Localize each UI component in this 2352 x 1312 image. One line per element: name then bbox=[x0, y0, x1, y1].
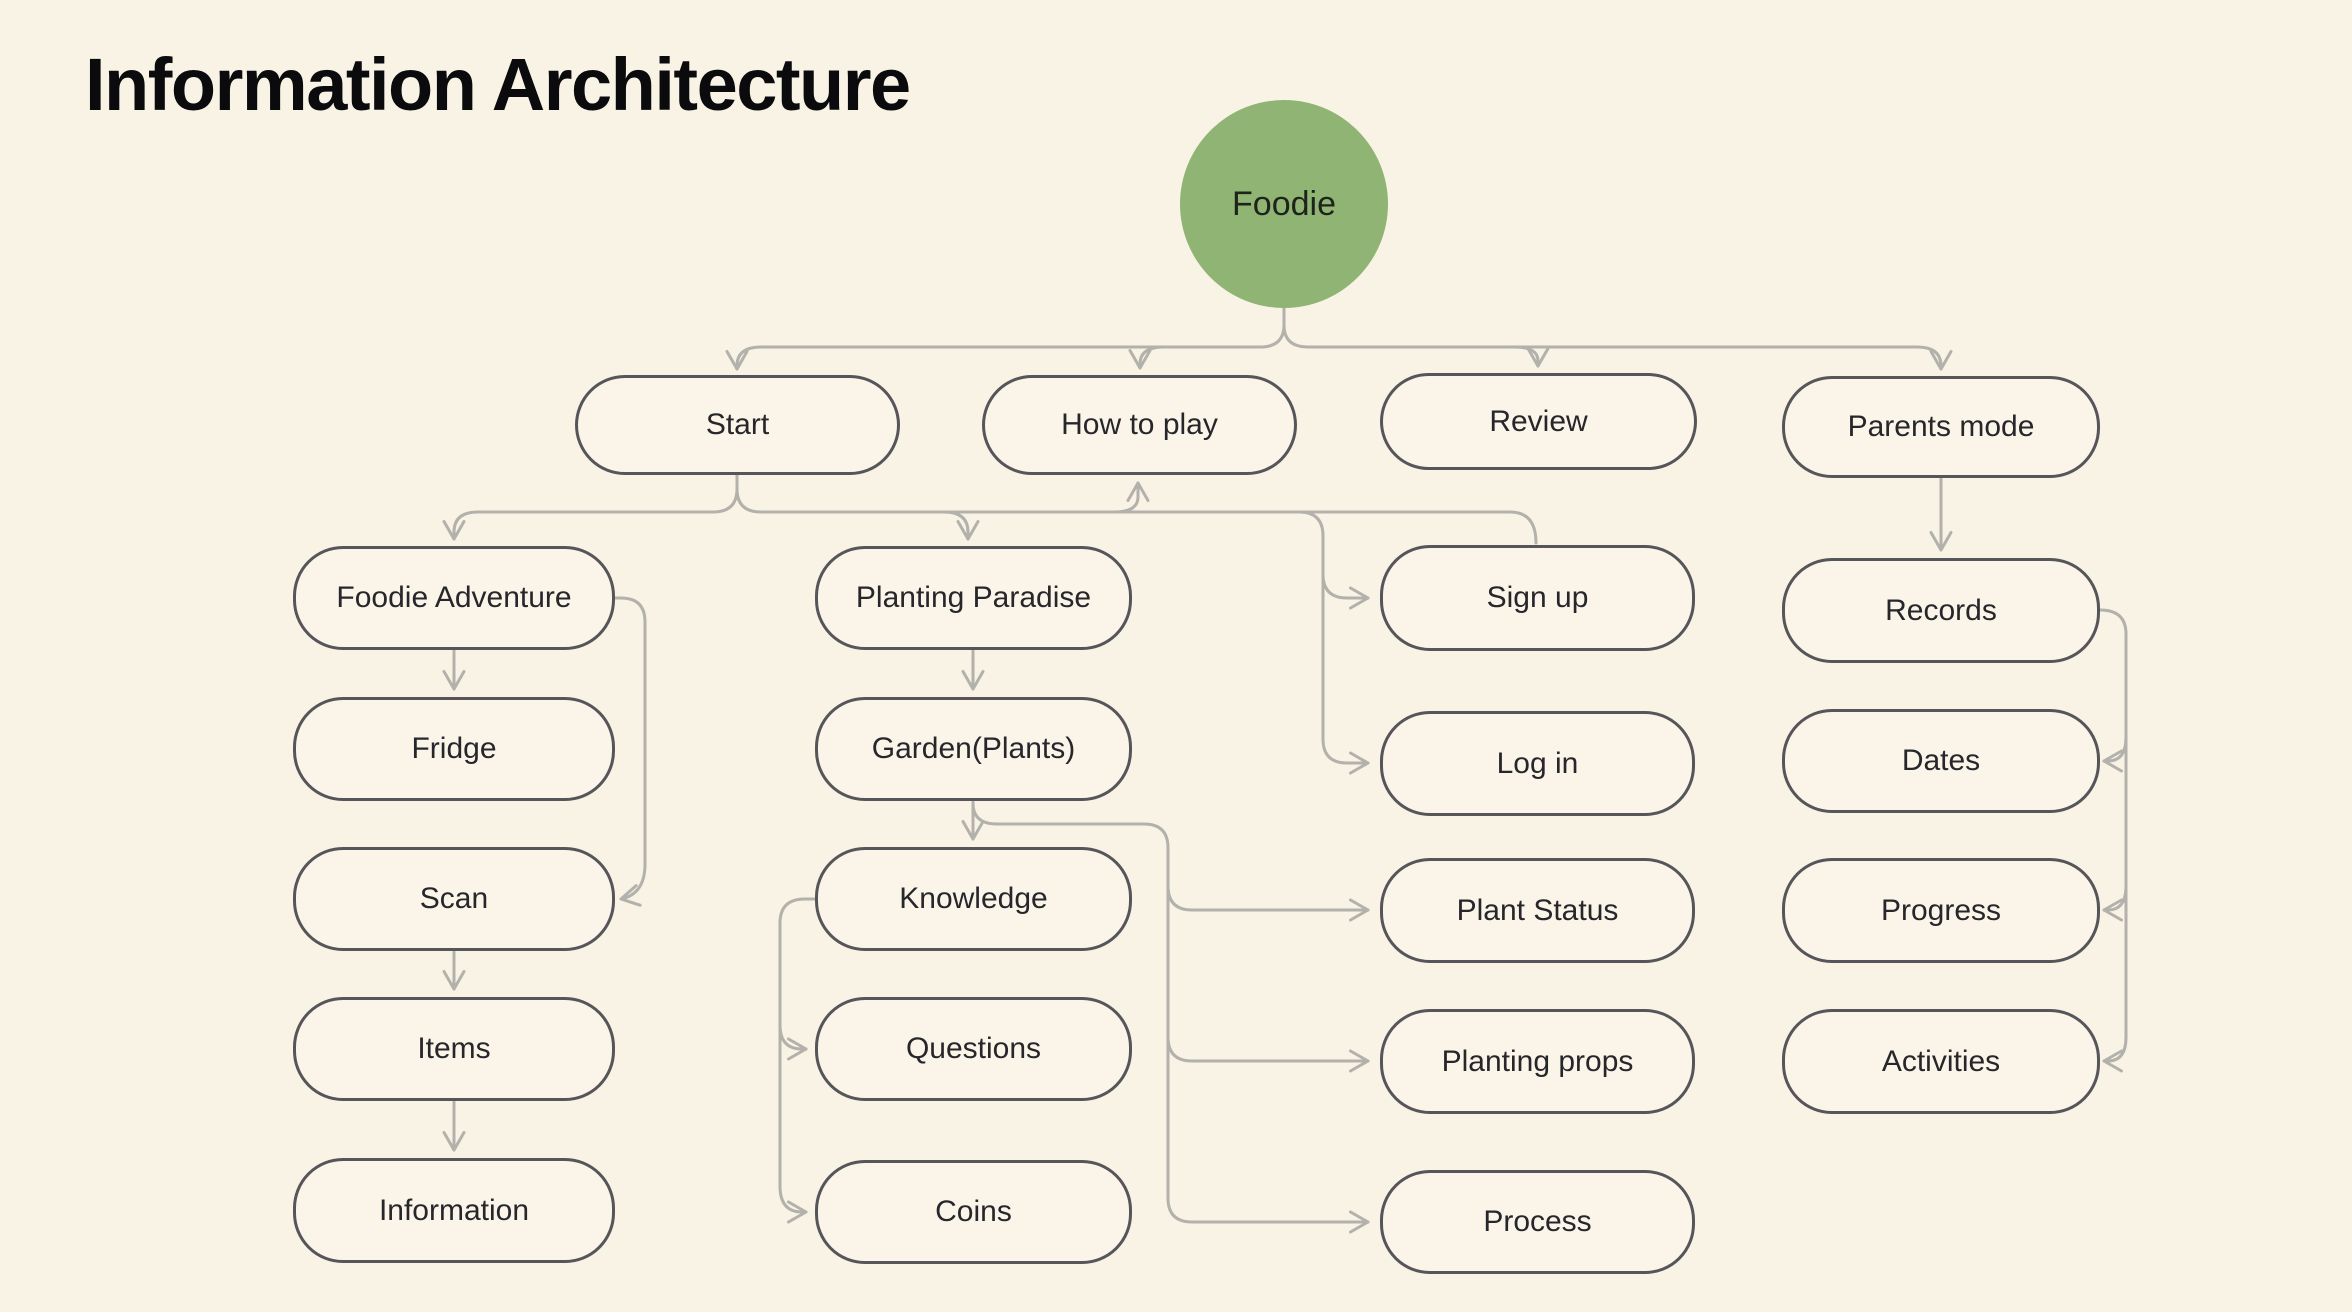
node-items: Items bbox=[293, 997, 615, 1101]
edge-knowledge-coins bbox=[778, 897, 817, 1224]
node-records: Records bbox=[1782, 558, 2100, 663]
edge-line-how-to-play-bottom bbox=[1112, 481, 1150, 514]
edge-garden-planting-props bbox=[1166, 1035, 1370, 1073]
edge-garden-plant-status bbox=[1166, 884, 1370, 922]
node-planting-paradise: Planting Paradise bbox=[815, 546, 1132, 650]
node-process: Process bbox=[1380, 1170, 1695, 1274]
node-foodie: Foodie bbox=[1180, 100, 1388, 308]
node-log-in: Log in bbox=[1380, 711, 1695, 816]
node-start: Start bbox=[575, 375, 900, 475]
edge-start-planting-paradise bbox=[942, 510, 980, 541]
node-garden-plants: Garden(Plants) bbox=[815, 697, 1132, 801]
node-plant-status: Plant Status bbox=[1380, 858, 1695, 963]
node-fridge: Fridge bbox=[293, 697, 615, 801]
node-sign-up: Sign up bbox=[1380, 545, 1695, 651]
node-dates: Dates bbox=[1782, 709, 2100, 813]
edge-foodie-start bbox=[725, 306, 1286, 371]
node-information: Information bbox=[293, 1158, 615, 1263]
node-foodie-adventure: Foodie Adventure bbox=[293, 546, 615, 650]
edge-line-sign-up bbox=[1321, 572, 1370, 610]
node-activities: Activities bbox=[1782, 1009, 2100, 1114]
edge-foodie-parents-mode bbox=[1282, 306, 1953, 371]
node-scan: Scan bbox=[293, 847, 615, 951]
node-progress: Progress bbox=[1782, 858, 2100, 963]
node-review: Review bbox=[1380, 373, 1697, 470]
node-parents-mode: Parents mode bbox=[1782, 376, 2100, 478]
edge-start-foodie-adventure bbox=[442, 473, 739, 541]
edge-knowledge-questions bbox=[778, 1023, 808, 1061]
edge-start-signup-top bbox=[735, 473, 1538, 545]
edge-records-progress bbox=[2102, 884, 2128, 922]
node-how-to-play: How to play bbox=[982, 375, 1297, 475]
edge-foodie-how-to-play bbox=[1128, 345, 1166, 370]
edge-foodie-review bbox=[1512, 345, 1550, 368]
edge-line-log-in bbox=[1297, 510, 1370, 775]
node-planting-props: Planting props bbox=[1380, 1009, 1695, 1114]
node-knowledge: Knowledge bbox=[815, 847, 1132, 951]
node-coins: Coins bbox=[815, 1160, 1132, 1264]
node-questions: Questions bbox=[815, 997, 1132, 1101]
edge-records-activities bbox=[2098, 608, 2128, 1073]
page-title: Information Architecture bbox=[85, 43, 911, 126]
edge-foodie-adventure-scan bbox=[613, 596, 647, 907]
edge-records-dates bbox=[2102, 735, 2128, 773]
